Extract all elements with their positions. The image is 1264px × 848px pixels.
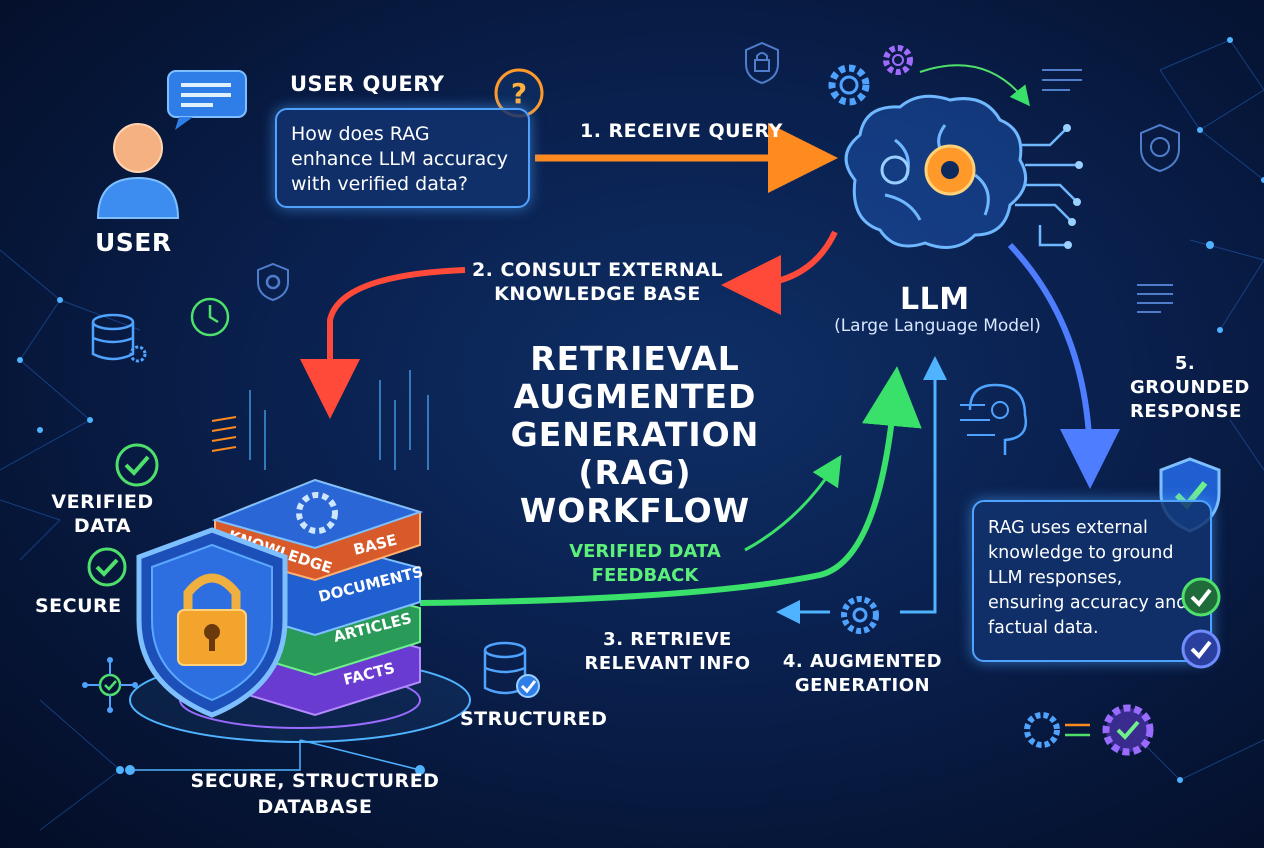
light-bars [249,370,429,470]
grounded-response-arrow [1007,242,1120,489]
diagram-title: RETRIEVAL AUGMENTED GENERATION (RAG) WOR… [510,339,760,530]
gear-shield-icon [257,262,289,302]
verified-data-feedback-label: VERIFIED DATA FEEDBACK [569,541,721,586]
lock-shield-icon [136,527,288,718]
clock-icon [190,297,230,337]
step-consult-knowledge-base: 2. CONSULT EXTERNAL KNOWLEDGE BASE [471,259,724,305]
checkmark-icon [87,547,127,587]
svg-text:?: ? [511,77,527,110]
gear-check-icon [1024,704,1154,756]
step-augmented-generation: 4. AUGMENTED GENERATION [782,651,943,696]
head-circuit-icon [960,383,1028,455]
consult-arrow-top [721,230,838,315]
cycle-arrow [919,64,1031,107]
document-icon [1137,284,1173,313]
brain-shield-icon [1140,123,1180,173]
response-bubble: RAG uses external knowledge to ground LL… [972,500,1212,662]
lock-shield-icon [745,41,779,85]
chat-bubble-icon [167,70,247,130]
secure-label: SECURE [35,595,122,617]
gear-icon [841,596,879,634]
consult-arrow-down [300,267,466,419]
step-grounded-response: 5. GROUNDED RESPONSE [1130,353,1250,422]
llm-sublabel: (Large Language Model) [834,316,1041,336]
llm-label: LLM [900,282,970,317]
checkmark-icon [1181,629,1221,669]
database-icon [91,313,147,363]
checkmark-icon [115,443,159,487]
query-bubble: How does RAG enhance LLM accuracy with v… [275,108,530,208]
network-check-icon [82,657,138,713]
user-query-title: USER QUERY [290,72,445,96]
checkmark-icon [1181,577,1221,617]
user-icon [96,123,180,219]
verified-data-label: VERIFIED DATA [51,491,154,537]
db-connector [130,740,301,771]
database-check-icon [483,641,540,698]
brain-icon [844,94,1083,249]
gear-icon [883,45,913,75]
question-icon: ? [494,68,544,118]
user-label: USER [95,228,172,257]
step-retrieve-relevant-info: 3. RETRIEVE RELEVANT INFO [584,629,751,674]
structured-label: STRUCTURED [460,708,608,730]
connector-node [415,765,425,775]
augmented-arrow [900,356,947,614]
retrieve-arrow [419,366,922,606]
document-icon [1042,69,1082,91]
database-label: SECURE, STRUCTURED DATABASE [190,770,440,818]
feedback-arrow [744,454,842,552]
step-receive-query: 1. RECEIVE QUERY [580,120,783,142]
gear-icon [828,64,870,106]
db-connector-right [299,739,421,771]
document-icon [211,416,237,452]
connector-node [125,765,135,775]
